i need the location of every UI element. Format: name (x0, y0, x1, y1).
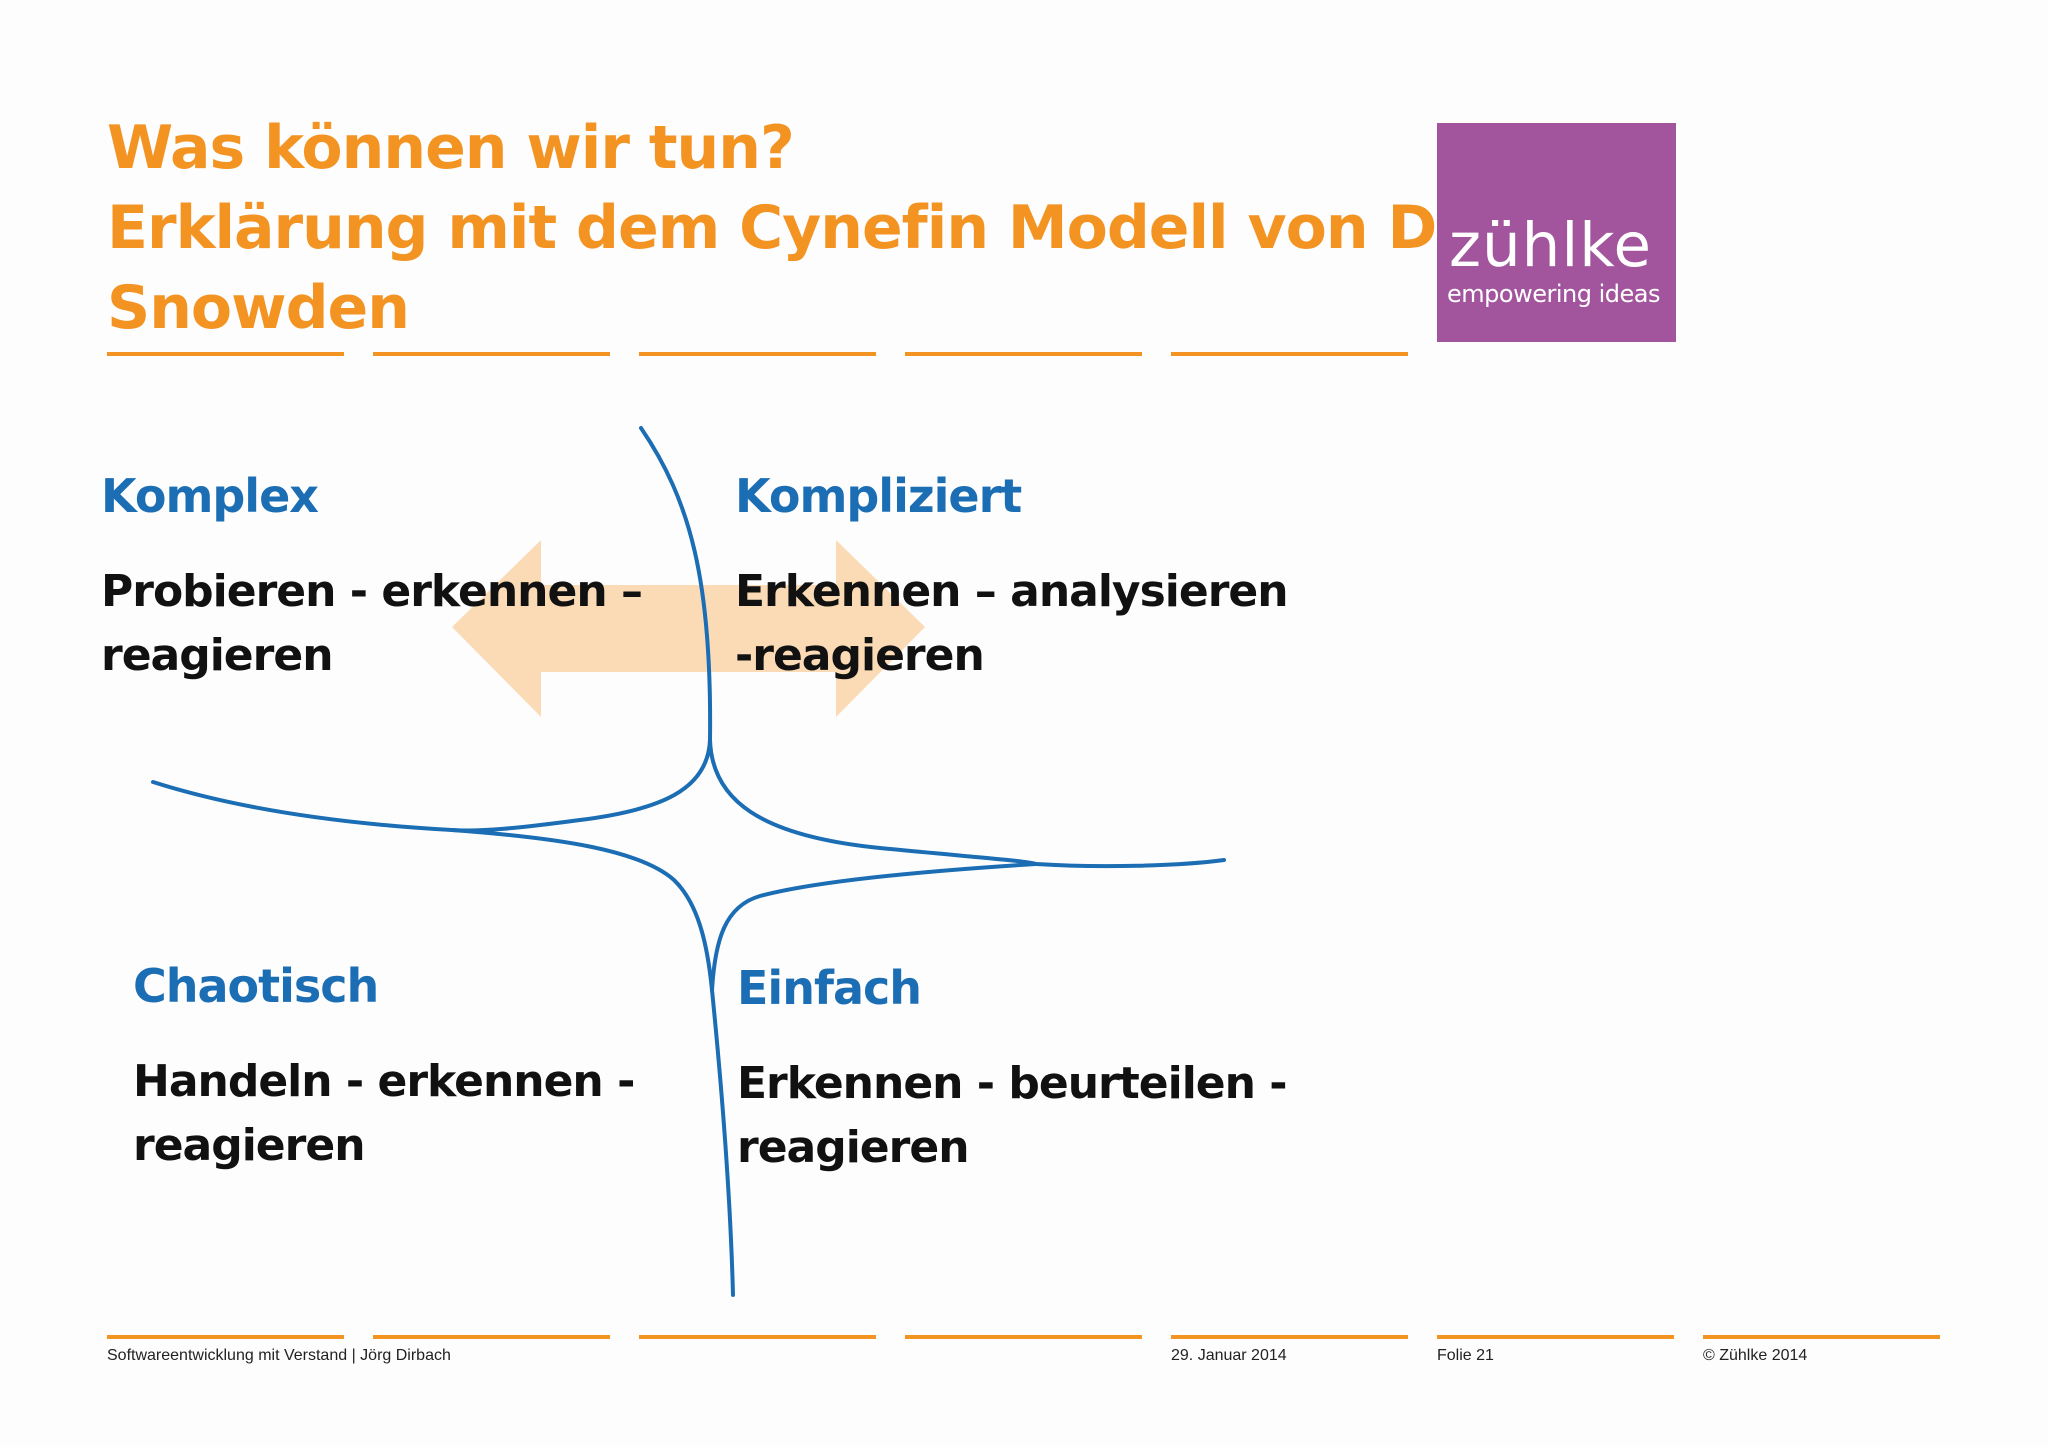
domain-text-komplex-line-1: Probieren - erkennen – (101, 566, 643, 617)
boundary-curve-top (639, 426, 713, 742)
domain-text-chaotisch-line-2: reagieren (133, 1120, 366, 1171)
logo-tagline: empowering ideas (1447, 280, 1660, 308)
domain-text-komplex-line-2: reagieren (101, 630, 334, 681)
footer-slide-number: Folie 21 (1437, 1347, 1494, 1364)
footer-rule-2 (373, 1335, 610, 1339)
slide-title: Was können wir tun? Erklärung mit dem Cy… (107, 108, 1555, 348)
domain-heading-komplex: Komplex (101, 469, 319, 523)
title-line-2: Erklärung mit dem Cynefin Modell von Dav… (107, 193, 1555, 263)
title-rule-3 (639, 352, 876, 356)
title-rule-4 (905, 352, 1142, 356)
zuehlke-logo: zühlke empowering ideas (1437, 123, 1676, 342)
domain-text-einfach-line-1: Erkennen - beurteilen - (737, 1058, 1288, 1109)
footer-rule-6 (1437, 1335, 1674, 1339)
boundary-curve-lower-left (450, 828, 714, 992)
footer-presentation: Softwareentwicklung mit Verstand | Jörg … (107, 1347, 451, 1364)
title-rule-2 (373, 352, 610, 356)
title-rule-5 (1171, 352, 1408, 356)
logo-name: zühlke (1449, 210, 1652, 281)
footer-copyright: © Zühlke 2014 (1703, 1347, 1808, 1364)
footer-rule-5 (1171, 1335, 1408, 1339)
domain-text-einfach-line-2: reagieren (737, 1122, 970, 1173)
boundary-curve-bottom (710, 988, 735, 1297)
domain-heading-einfach: Einfach (737, 961, 922, 1015)
title-rule-1 (107, 352, 344, 356)
footer-rule-1 (107, 1335, 344, 1339)
title-line-1: Was können wir tun? (107, 113, 795, 183)
domain-heading-kompliziert: Kompliziert (735, 469, 1022, 523)
footer-rule-3 (639, 1335, 876, 1339)
title-line-3: Snowden (107, 273, 410, 343)
footer-rule-4 (905, 1335, 1142, 1339)
domain-text-kompliziert-line-1: Erkennen – analysieren (735, 566, 1289, 617)
double-arrow (452, 540, 925, 717)
boundary-curve-upper-right (708, 738, 1226, 869)
footer-rule-7 (1703, 1335, 1940, 1339)
boundary-curve-upper-left (151, 738, 712, 833)
domain-text-kompliziert-line-2: -reagieren (735, 630, 985, 681)
domain-heading-chaotisch: Chaotisch (133, 959, 379, 1013)
footer-date: 29. Januar 2014 (1171, 1347, 1287, 1364)
boundary-curve-lower-right (710, 862, 1038, 992)
domain-text-chaotisch-line-1: Handeln - erkennen - (133, 1056, 635, 1107)
